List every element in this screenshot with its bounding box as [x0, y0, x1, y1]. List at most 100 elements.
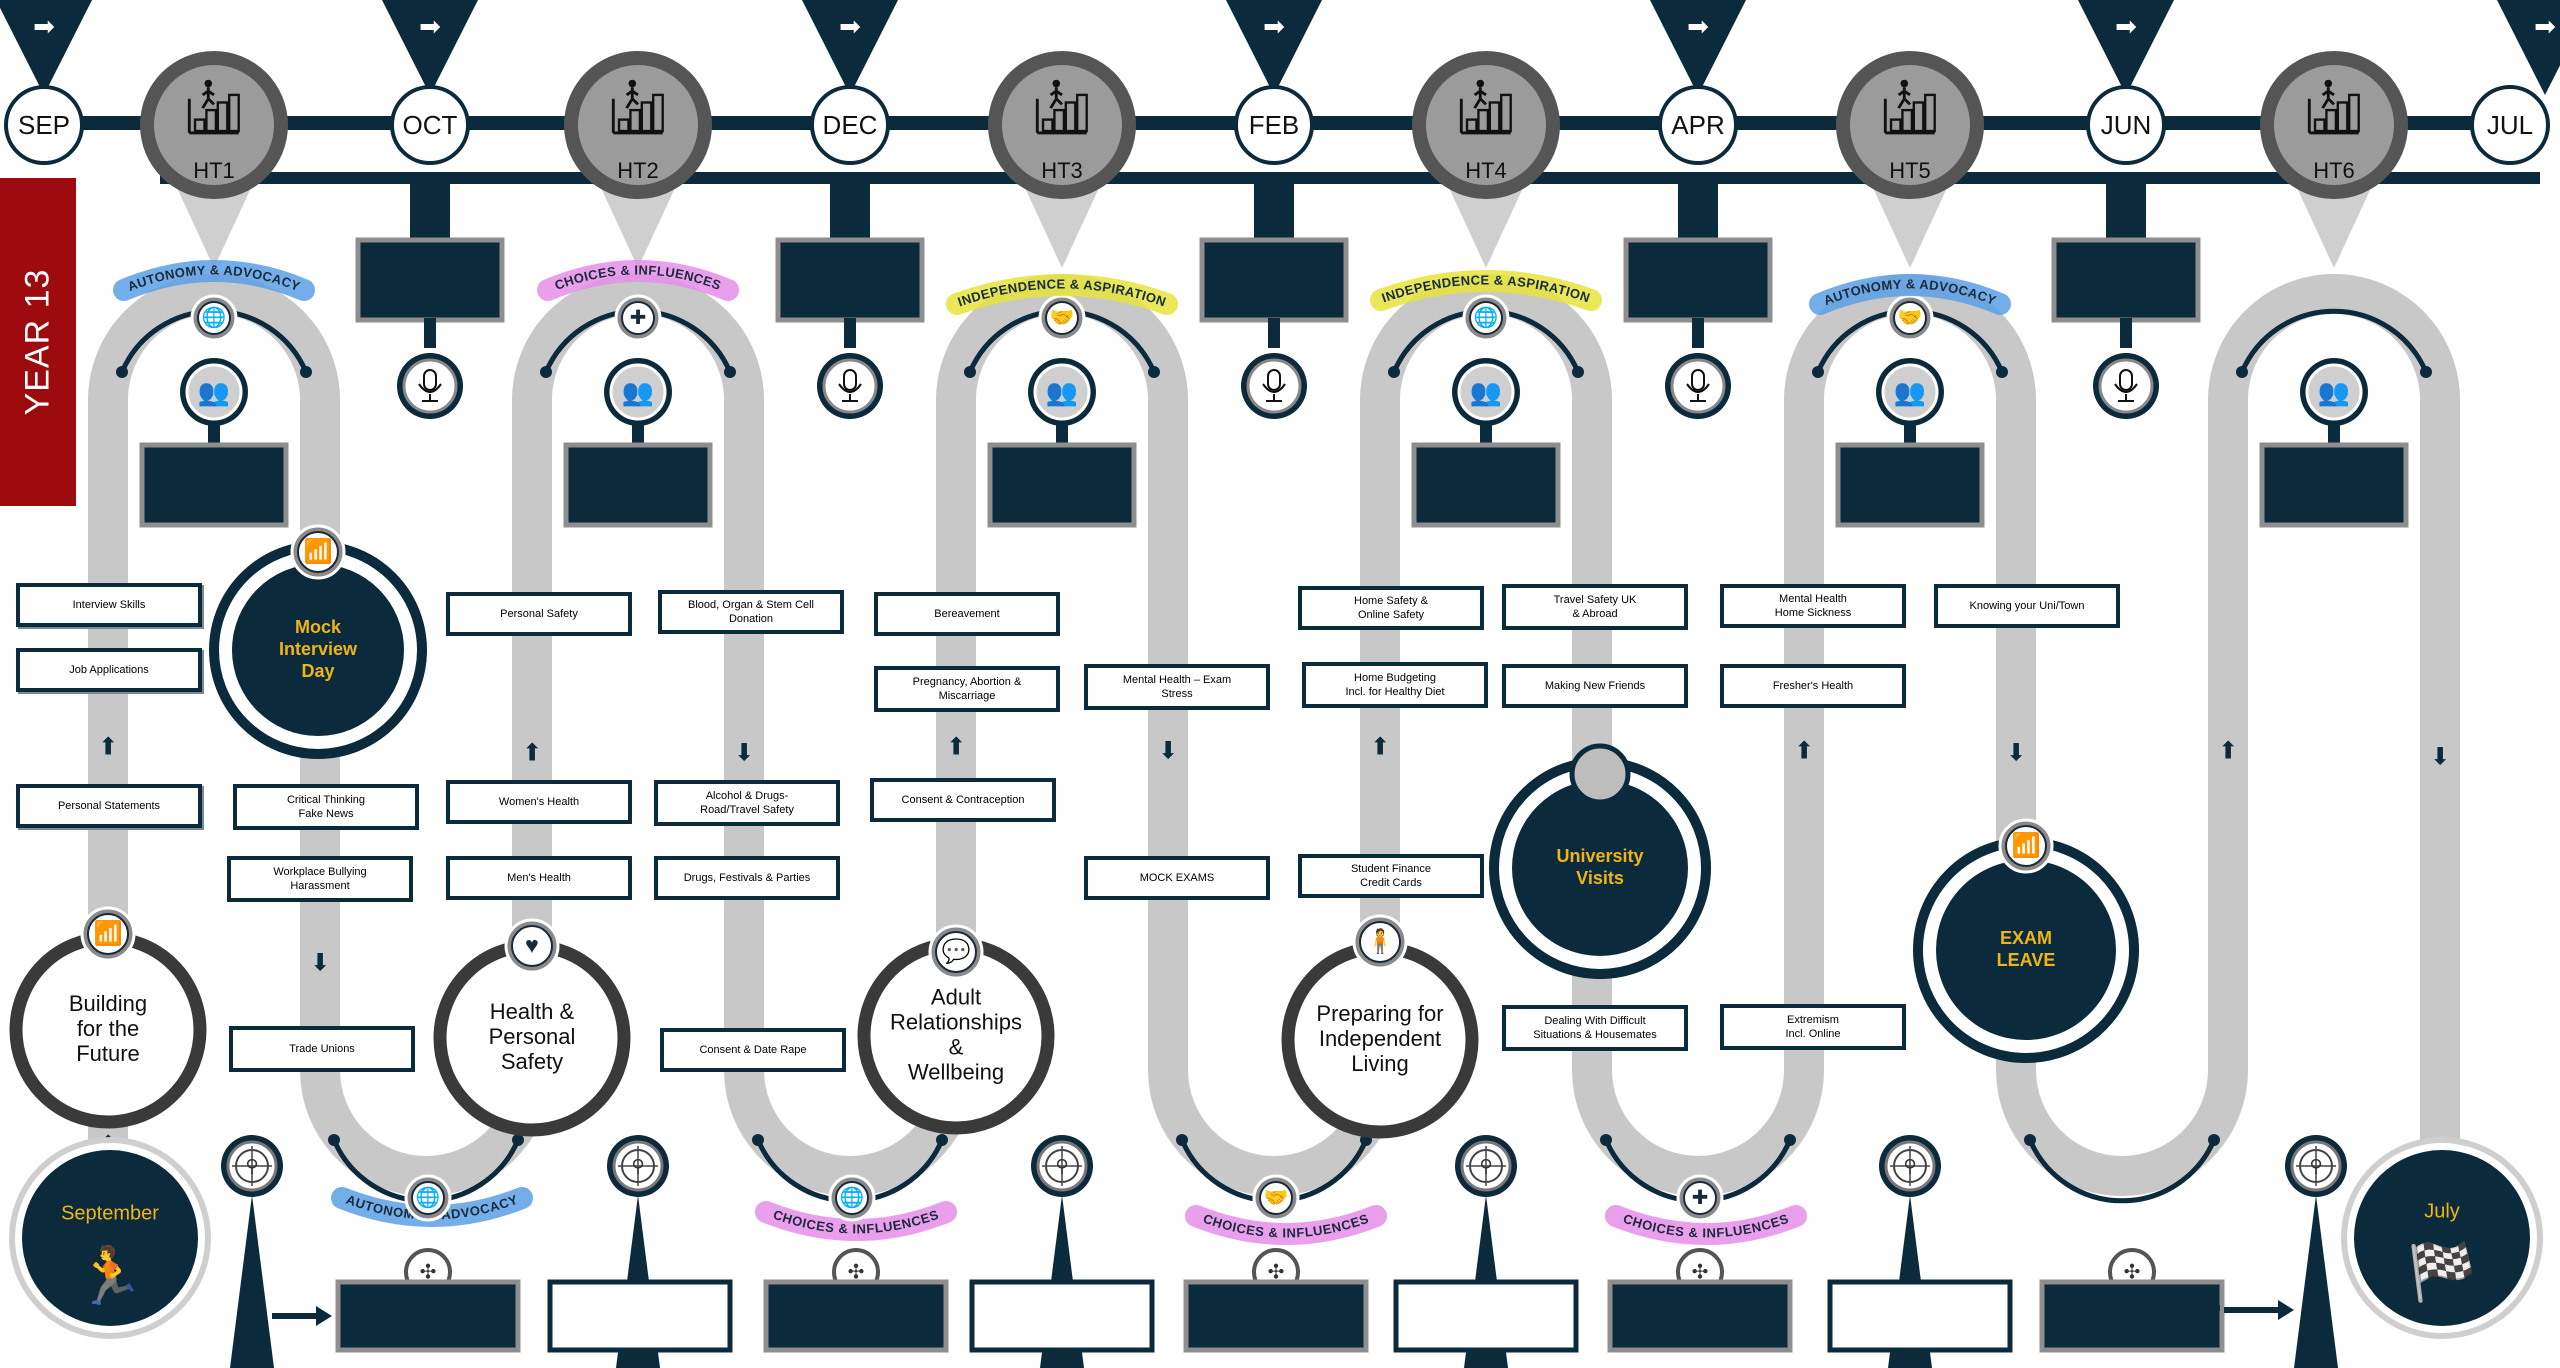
slot-stem: [830, 180, 870, 244]
slot-box: [1202, 240, 1346, 320]
theme-icon-glyph: 🌐: [416, 1186, 441, 1209]
ht-pointer: [1874, 190, 1946, 268]
theme-icon-glyph: 🌐: [202, 306, 227, 329]
arc-end: [2024, 1134, 2036, 1146]
target-spike: [2294, 1195, 2338, 1368]
topic-box: Women's Health: [446, 780, 632, 824]
unit-title: Living: [1351, 1051, 1408, 1076]
bottom-box: [550, 1282, 730, 1350]
topic-box: Bereavement: [874, 592, 1060, 636]
unit-title: &: [949, 1034, 964, 1059]
unit-box: [1414, 445, 1558, 525]
direction-arrow: ⬆: [98, 733, 118, 760]
arc-end: [2420, 366, 2432, 378]
unit-box: [1838, 445, 1982, 525]
slot-stem: [2106, 180, 2146, 244]
arc-end: [936, 1134, 948, 1146]
topic-box: Making New Friends: [1502, 664, 1688, 708]
theme-icon-glyph: ✚: [1692, 1187, 1709, 1209]
unit-title: Safety: [501, 1049, 563, 1074]
steps-badge-glyph: 📶: [303, 537, 332, 565]
ht-pointer: [1026, 190, 1098, 268]
topic-box: Home Safety & Online Safety: [1298, 586, 1484, 630]
person-icon-glyph: 🧍: [1365, 927, 1394, 955]
bottom-box: [766, 1282, 946, 1350]
unit-box: [2262, 445, 2406, 525]
direction-arrow: ⬆: [1370, 733, 1390, 760]
heart-rate-icon-glyph: ♥: [525, 932, 539, 958]
slot-link: [1692, 318, 1704, 348]
slot-stem: [1254, 180, 1294, 244]
month-label: OCT: [403, 110, 458, 140]
month-label: JUN: [2101, 110, 2152, 140]
arc-end: [1388, 366, 1400, 378]
figure-head: [2325, 80, 2333, 88]
month-label: JUL: [2487, 110, 2533, 140]
arc-end: [540, 366, 552, 378]
ht-pointer: [602, 190, 674, 268]
topic-box: Extremism Incl. Online: [1720, 1004, 1906, 1050]
bottom-box: [1610, 1282, 1790, 1350]
slot-link: [424, 318, 436, 348]
flow-arrow-head: [316, 1306, 332, 1326]
target-icon-glyph: ⚲: [1055, 1156, 1068, 1176]
topic-box: Personal Safety: [446, 592, 632, 636]
slot-box: [1626, 240, 1770, 320]
pupils-icon: 👥: [198, 377, 230, 407]
theme-icon-glyph: 🌐: [1474, 306, 1499, 329]
theme-icon-glyph: 🤝: [1050, 307, 1075, 329]
arrow-right-icon: ➡: [33, 11, 55, 41]
topic-box: Workplace Bullying Harassment: [227, 856, 413, 902]
target-icon-glyph: ⚲: [2309, 1156, 2322, 1176]
bottom-box: [972, 1282, 1152, 1350]
steps-badge-glyph: 📶: [2011, 831, 2040, 859]
arc-end: [964, 366, 976, 378]
pupils-icon: 👥: [1470, 377, 1502, 407]
target-icon-glyph: ⚲: [1479, 1156, 1492, 1176]
month-label: FEB: [1249, 110, 1300, 140]
topic-box: Home Budgeting Incl. for Healthy Diet: [1302, 662, 1488, 708]
direction-arrow: ⬇: [734, 739, 754, 766]
unit-box: [566, 445, 710, 525]
microphone-icon-capsule: [424, 370, 436, 390]
slot-box: [778, 240, 922, 320]
year-banner-tick: [0, 470, 22, 476]
unit-title: for the: [77, 1016, 139, 1041]
figure-head: [629, 80, 637, 88]
topic-box: Blood, Organ & Stem Cell Donation: [658, 590, 844, 634]
topic-box: Men's Health: [446, 856, 632, 900]
event-title: Day: [301, 661, 334, 681]
ht-label: HT1: [193, 158, 235, 183]
direction-arrow: ⬇: [310, 949, 330, 976]
direction-arrow: ⬇: [2430, 743, 2450, 770]
topic-box: Mental Health – Exam Stress: [1084, 664, 1270, 710]
theme-icon-glyph: 🌐: [840, 1186, 865, 1209]
pupils-icon: 👥: [1894, 377, 1926, 407]
arc-end: [2208, 1134, 2220, 1146]
arrow-right-icon: ➡: [419, 11, 441, 41]
flow-arrow-head: [2278, 1300, 2294, 1320]
ht-label: HT5: [1889, 158, 1931, 183]
unit-box: [990, 445, 1134, 525]
topic-box: Mental Health Home Sickness: [1720, 584, 1906, 628]
slot-box: [2054, 240, 2198, 320]
topic-box: Personal Statements: [16, 784, 202, 828]
direction-arrow: ⬇: [2006, 739, 2026, 766]
theme-icon-glyph: 🤝: [1264, 1187, 1289, 1209]
bottom-box: [1396, 1282, 1576, 1350]
ht-label: HT3: [1041, 158, 1083, 183]
arc-end: [724, 366, 736, 378]
arc-end: [300, 366, 312, 378]
pupils-icon: 👥: [622, 377, 654, 407]
topic-box: Knowing your Uni/Town: [1934, 584, 2120, 628]
slot-link: [1268, 318, 1280, 348]
microphone-icon-capsule: [844, 370, 856, 390]
direction-arrow: ⬆: [1794, 737, 1814, 764]
arc-end: [1996, 366, 2008, 378]
direction-arrow: ⬆: [946, 733, 966, 760]
year-label: YEAR 13: [19, 269, 58, 416]
event-connector: [1572, 746, 1628, 802]
ht-pointer: [178, 190, 250, 268]
slot-box: [358, 240, 502, 320]
bottom-box: [1830, 1282, 2010, 1350]
